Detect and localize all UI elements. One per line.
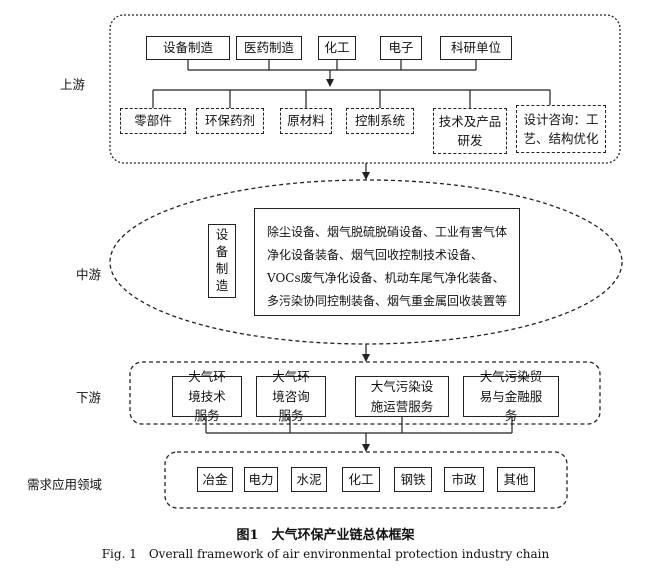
- application-municipal: 市政: [444, 467, 484, 492]
- upstream-design-consulting: 设计咨询：工艺、结构优化: [516, 105, 606, 153]
- upstream-container: [109, 14, 621, 164]
- downstream-container: [129, 361, 601, 425]
- application-container: [164, 451, 568, 509]
- upstream-top-connectors: [187, 60, 477, 87]
- upstream-chemical: 化工: [318, 36, 356, 60]
- midstream-stage-label: 中游: [76, 267, 102, 282]
- application-steel: 钢铁: [394, 467, 432, 492]
- application-metallurgy: 冶金: [197, 467, 233, 492]
- upstream-pharma-manufacturing: 医药制造: [236, 36, 302, 60]
- upstream-electronics: 电子: [380, 36, 422, 60]
- downstream-atmospheric-tech-service: 大气环境技术服务: [172, 369, 242, 423]
- figure-caption-chinese: 图1 大气环保产业链总体框架: [236, 528, 415, 543]
- downstream-connectors: [205, 417, 513, 434]
- upstream-equipment-manufacturing: 设备制造: [146, 36, 230, 60]
- midstream-equipment-list: 除尘设备、烟气脱硫脱硝设备、工业有害气体净化设备装备、烟气回收控制技术设备、VO…: [254, 208, 520, 316]
- upstream-stage-label: 上游: [60, 77, 86, 92]
- application-chemical: 化工: [342, 467, 380, 492]
- application-electric-power: 电力: [244, 467, 278, 492]
- upstream-tech-product-rd: 技术及产品研发: [433, 108, 507, 154]
- application-other: 其他: [497, 467, 535, 492]
- upstream-environmental-agents: 环保药剂: [196, 108, 264, 134]
- upstream-control-systems: 控制系统: [346, 108, 414, 134]
- downstream-atmospheric-consulting-service: 大气环境咨询服务: [256, 369, 326, 423]
- application-stage-label: 需求应用领域: [27, 477, 103, 492]
- upstream-research-institutes: 科研单位: [440, 36, 512, 60]
- application-cement: 水泥: [291, 467, 327, 492]
- downstream-facility-operation-service: 大气污染设施运营服务: [355, 376, 449, 417]
- downstream-stage-label: 下游: [76, 390, 102, 405]
- downstream-trade-finance-service: 大气污染贸易与金融服务: [463, 369, 559, 423]
- midstream-equipment-manufacturing: 设备制造: [208, 224, 236, 298]
- figure-caption-english: Fig. 1 Overall framework of air environm…: [101, 547, 550, 561]
- upstream-components: 零部件: [120, 108, 186, 134]
- upstream-bottom-connectors: [152, 89, 551, 108]
- upstream-raw-materials: 原材料: [280, 108, 332, 134]
